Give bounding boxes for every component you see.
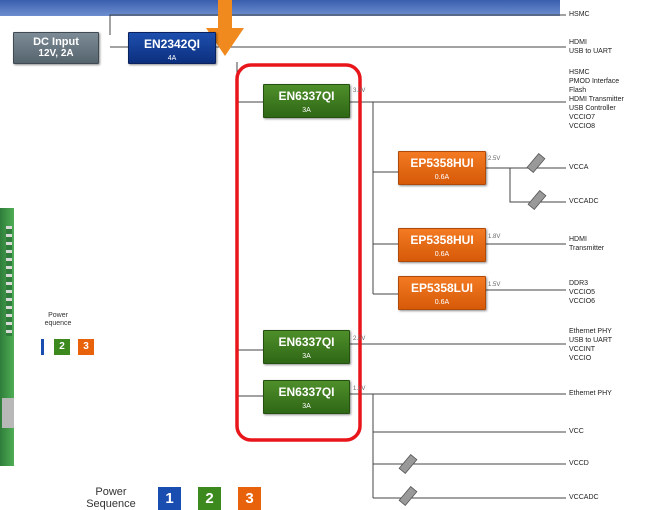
output-label: Flash: [569, 87, 587, 94]
sub-regulator-1-voltage: 2.5V: [488, 156, 501, 162]
output-label: HDMI: [569, 236, 587, 243]
output-label: USB to UART: [569, 48, 613, 55]
output-label: HDMI Transmitter: [569, 96, 624, 103]
output-label: VCCADC: [569, 494, 599, 501]
output-label: VCCINT: [569, 346, 596, 353]
main-regulator-box: EN2342QI 4A: [128, 32, 216, 64]
main-regulator-name: EN2342QI: [143, 37, 201, 51]
regulator-3-name: EN6337QI: [278, 385, 335, 399]
regulator-1-voltage: 3.3V: [353, 88, 366, 94]
sequence-title-line2: Sequence: [86, 498, 136, 510]
board-connector: [6, 226, 12, 336]
sub-regulator-2-name: EP5358HUI: [410, 233, 474, 247]
output-label: Ethernet PHY: [569, 390, 612, 397]
regulator-1-current: 3A: [302, 107, 311, 114]
regulator-3-voltage: 1.1V: [353, 386, 366, 392]
output-label: HSMC: [569, 11, 590, 18]
regulator-2-voltage: 2.5V: [353, 336, 366, 342]
output-label: USB Controller: [569, 105, 616, 112]
small-sequence-step-2: 2: [54, 339, 70, 355]
output-label: DDR3: [569, 280, 589, 287]
regulator-2-current: 3A: [302, 353, 311, 360]
sequence-step-2: 2: [198, 487, 221, 510]
small-sequence-step-3: 3: [78, 339, 94, 355]
output-label: HDMI: [569, 39, 587, 46]
output-label: VCC: [569, 428, 584, 435]
regulator-3-box: EN6337QI 3A: [263, 380, 350, 414]
output-label: USB to UART: [569, 337, 613, 344]
main-regulator-current: 4A: [167, 55, 177, 62]
header-band: [0, 0, 560, 16]
sub-regulator-2-box: EP5358HUI 0.6A: [398, 228, 486, 262]
small-sequence-title-line2: equence: [44, 320, 72, 327]
highlight-frame: [235, 63, 362, 442]
output-label: VCCADC: [569, 198, 599, 205]
ferrite-bead-icon: [526, 152, 546, 174]
regulator-3-current: 3A: [302, 403, 311, 410]
output-label: VCCIO5: [569, 289, 596, 296]
sequence-title: Power Sequence: [76, 486, 146, 510]
sub-regulator-1-current: 0.6A: [434, 174, 450, 181]
regulator-1-name: EN6337QI: [278, 89, 335, 103]
board-port: [2, 398, 14, 428]
output-label: PMOD Interface: [569, 78, 620, 85]
small-sequence-title-line1: Power: [48, 312, 68, 319]
regulator-1-box: EN6337QI 3A: [263, 84, 350, 118]
wire-sub1-branch: [509, 168, 566, 203]
output-label: VCCIO7: [569, 114, 596, 121]
small-sequence-title: Power equence: [34, 312, 82, 328]
sub-regulator-3-voltage: 1.5V: [488, 282, 501, 288]
board-photo: [0, 208, 14, 466]
sequence-step-3: 3: [238, 487, 261, 510]
small-sequence-edge: [41, 339, 44, 355]
sequence-step-1: 1: [158, 487, 181, 510]
sub-regulator-2-current: 0.6A: [434, 251, 450, 258]
wire-hsmc-top: [109, 14, 566, 35]
sub-regulator-1-box: EP5358HUI 0.6A: [398, 151, 486, 185]
output-label: VCCIO: [569, 355, 592, 362]
ferrite-bead-icon: [398, 453, 418, 475]
sub-regulator-2-voltage: 1.8V: [488, 234, 501, 240]
output-label: VCCIO8: [569, 123, 596, 130]
regulator-2-name: EN6337QI: [278, 335, 335, 349]
output-label: Ethernet PHY: [569, 328, 612, 335]
dc-input-box: DC Input 12V, 2A: [13, 32, 99, 64]
output-label: VCCIO6: [569, 298, 596, 305]
sequence-title-line1: Power: [95, 486, 127, 498]
output-label: Transmitter: [569, 245, 605, 252]
output-label: VCCD: [569, 460, 589, 467]
sub-regulator-3-box: EP5358LUI 0.6A: [398, 276, 486, 310]
output-label: VCCA: [569, 164, 589, 171]
dc-input-label: DC Input: [33, 36, 79, 48]
regulator-2-box: EN6337QI 3A: [263, 330, 350, 364]
sub-regulator-1-name: EP5358HUI: [410, 156, 474, 170]
ferrite-bead-icon: [398, 485, 418, 507]
output-label: HSMC: [569, 69, 590, 76]
sub-regulator-3-current: 0.6A: [434, 299, 450, 306]
sub-regulator-3-name: EP5358LUI: [410, 281, 474, 295]
dc-input-rating: 12V, 2A: [38, 48, 74, 59]
ferrite-bead-icon: [527, 189, 547, 211]
